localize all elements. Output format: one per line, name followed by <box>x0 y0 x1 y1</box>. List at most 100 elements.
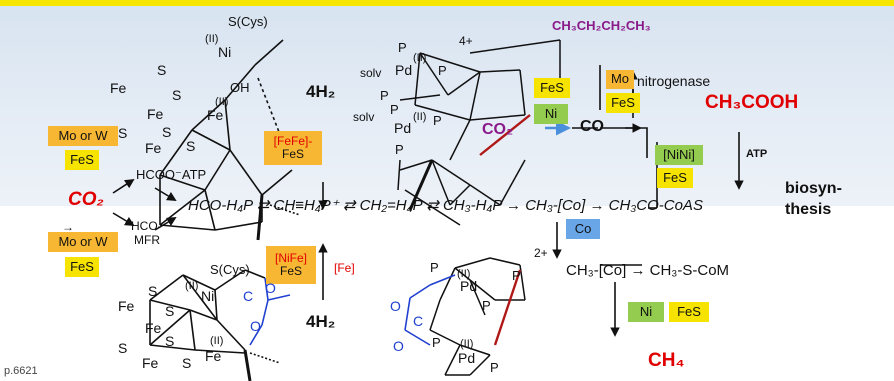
nini-box: [NiNi] <box>655 145 703 165</box>
s-atom-1: S <box>157 62 167 78</box>
fefe-label: [FeFe]- <box>273 133 313 148</box>
pd-complex-bottom <box>429 257 526 376</box>
s-atom-4: S <box>162 124 172 140</box>
c-atom-pd: C <box>413 313 424 329</box>
nife-hydrogenase-box: [NiFe] FeS <box>266 246 316 284</box>
fe-atom-1: Fe <box>110 80 127 96</box>
top-background <box>0 0 894 214</box>
methyl-com-chain: CH₃-[Co] → CH₃-S-CoM <box>566 262 730 279</box>
fe-atom-2: Fe <box>147 106 164 122</box>
s-atom-b4: S <box>165 333 175 349</box>
mo-w-box-bottom: Mo or W <box>48 232 118 252</box>
o-blue-bonds-pd <box>404 274 456 346</box>
s-atom-b3: S <box>118 340 128 356</box>
p-atom-5: P <box>433 113 442 128</box>
pd-atom-b1: Pd <box>460 278 478 294</box>
h2-bottom: 4H₂ <box>306 312 336 331</box>
o-atom-pd-2: O <box>393 338 404 354</box>
hco-mfr-label-2: MFR <box>134 233 160 247</box>
o-atom-pd-1: O <box>390 298 401 314</box>
ni-atom-top: Ni <box>218 44 232 60</box>
s-atom-2: S <box>172 87 182 103</box>
co2-mid-label: CO₂ <box>482 121 514 138</box>
ni-box-bottom: Ni <box>628 302 664 322</box>
pd-red-bond-top <box>479 114 531 156</box>
methane-label: CH₄ <box>648 350 685 371</box>
p-atom-1: P <box>398 40 407 55</box>
co-cobalt-box: Co <box>566 219 600 239</box>
small-arrow-label: → <box>62 220 74 234</box>
mo-box-nitrogenase: Mo <box>606 70 634 89</box>
methanogenesis-chain: HCO-H₄P ⇄ CH≡H₄P⁺ ⇄ CH₂=H₄P ⇄ CH₃-H₄P → … <box>188 197 703 214</box>
nife-label: [NiFe] <box>274 250 307 265</box>
fes-box-nitrogenase: FeS <box>606 93 640 113</box>
pd-atom-1: Pd <box>395 62 413 78</box>
cys-label-bottom: S(Cys) <box>210 262 250 277</box>
pd-oxidation-2: (II) <box>413 111 427 123</box>
o-atom-2-bottom: O <box>250 318 261 334</box>
p-atom-2: P <box>438 63 447 78</box>
co-connector <box>625 127 648 158</box>
fes-box-nini: FeS <box>657 168 693 188</box>
fes-box-top-left: FeS <box>65 150 99 170</box>
co2-left-label: CO₂ <box>68 189 104 210</box>
butane-label: CH₃CH₂CH₂CH₃ <box>552 18 651 33</box>
p-atom-b5: P <box>490 360 499 375</box>
acetic-acid-label: CH₃COOH <box>705 92 799 113</box>
fe-hydrogenase-label: [Fe] <box>334 261 355 275</box>
hco-mfr-label-1: HCO- <box>131 219 162 233</box>
nife-cluster-bottom <box>149 269 281 381</box>
oh-label: OH <box>230 80 250 95</box>
p-atom-3: P <box>380 88 389 103</box>
pd-atom-2: Pd <box>394 120 412 136</box>
pd-oxidation-4: (II) <box>460 338 474 350</box>
ni-oxidation-top: (II) <box>205 33 219 45</box>
co-label: CO <box>580 118 604 135</box>
solv-label-1: solv <box>360 66 382 80</box>
s-atom-b5: S <box>182 355 192 371</box>
fefe-hydrogenase-box: [FeFe]- FeS <box>264 131 322 165</box>
pd-complex-top <box>397 39 561 226</box>
s-atom-3: S <box>118 125 128 141</box>
page-reference: p.6621 <box>4 365 38 377</box>
fe-atom-4: Fe <box>207 107 224 123</box>
s-atom-5: S <box>186 138 196 154</box>
pd-oxidation-3: (II) <box>457 268 471 280</box>
biosynthesis-label-2: thesis <box>785 201 832 218</box>
s-atom-b2: S <box>165 303 175 319</box>
p-atom-b2: P <box>512 268 521 283</box>
fe-atom-b4: Fe <box>205 348 222 364</box>
p-atom-b4: P <box>432 335 441 350</box>
ni-box-co: Ni <box>534 104 568 124</box>
fes-box-ch4: FeS <box>669 302 709 322</box>
fe-atom-b3: Fe <box>142 355 159 371</box>
fe-oxidation-bottom: (II) <box>210 335 224 347</box>
p-atom-4: P <box>390 102 399 117</box>
fefe-fes-label: FeS <box>281 147 304 161</box>
p-atom-6: P <box>395 142 404 157</box>
hcoo-atp-label: HCOO⁻ATP <box>136 167 207 182</box>
cys-label-top: S(Cys) <box>228 14 268 29</box>
mo-w-box-top: Mo or W <box>48 126 118 146</box>
c-atom-bottom: C <box>243 288 254 304</box>
ni-atom-bottom: Ni <box>201 288 215 304</box>
h2-top: 4H₂ <box>306 82 336 101</box>
pd-oxidation-1: (II) <box>413 52 427 64</box>
nife-fes-label: FeS <box>279 264 302 278</box>
fes-box-bottom-left: FeS <box>65 257 99 277</box>
fes-box-co: FeS <box>534 78 570 98</box>
top-yellow-strip <box>0 0 894 6</box>
biosynthesis-label-1: biosyn- <box>785 180 842 197</box>
pd-charge-label: 4+ <box>459 34 473 48</box>
p-atom-b1: P <box>430 260 439 275</box>
atp-label: ATP <box>746 148 768 160</box>
ni-oxidation-bottom: (II) <box>185 280 199 292</box>
charge-2plus: 2+ <box>534 246 548 260</box>
fe-atom-b1: Fe <box>118 298 135 314</box>
p-atom-b3: P <box>482 298 491 313</box>
solv-label-2: solv <box>353 110 375 124</box>
fe-atom-3: Fe <box>145 140 162 156</box>
fe-atom-b2: Fe <box>145 320 162 336</box>
